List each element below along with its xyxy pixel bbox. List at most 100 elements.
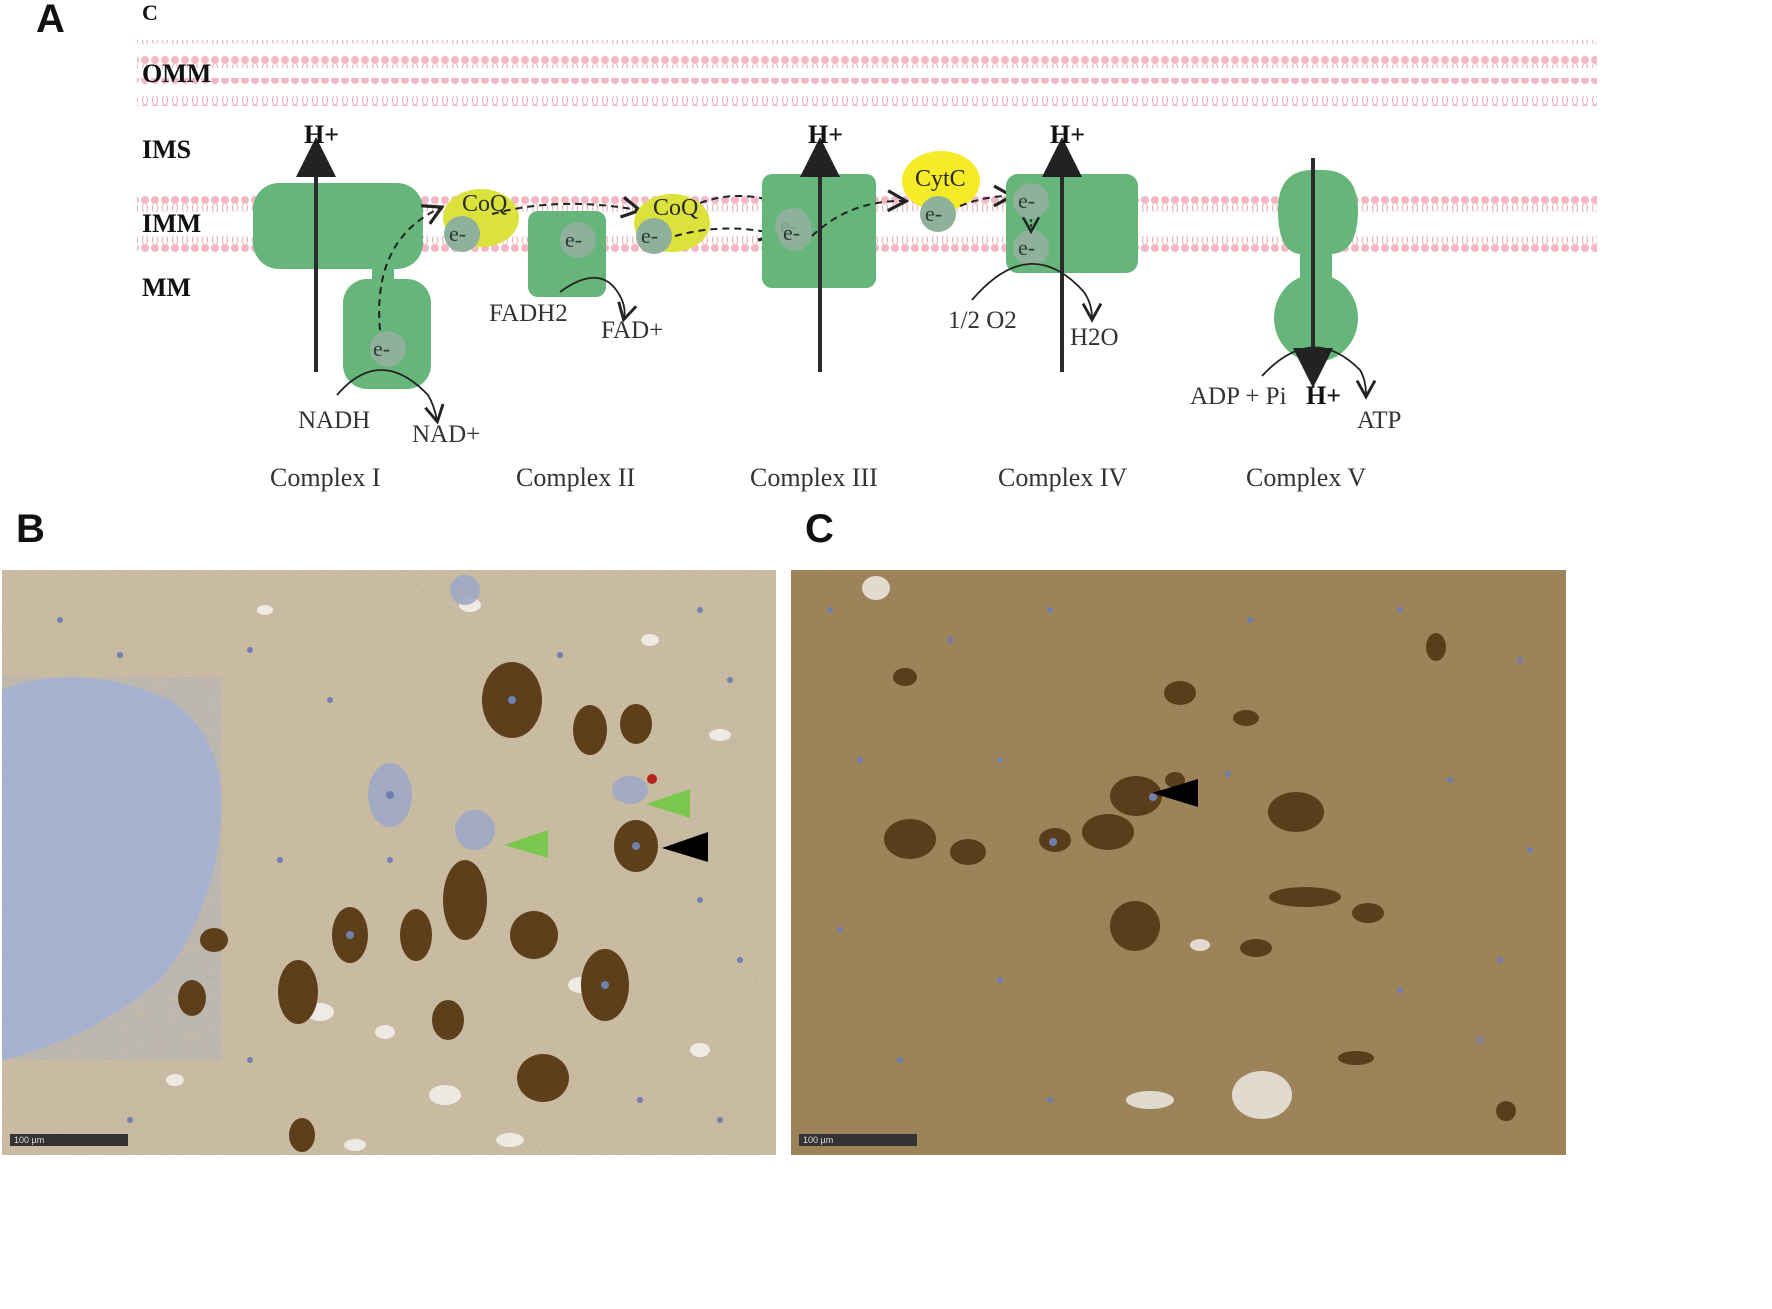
complex-ii-reaction-arc: [559, 277, 638, 323]
complex-iv-product: H2O: [1070, 324, 1119, 351]
panel-c-neuron: [1110, 776, 1162, 816]
panel-c-black-arrowhead: [1152, 779, 1198, 807]
cytc-carrier-label: CytC: [915, 166, 966, 192]
complex-iv-proton-label: H+: [1050, 120, 1085, 149]
coq-carrier-2-electron: e-: [641, 223, 658, 248]
complex-v-substrate: ADP + Pi: [1190, 383, 1287, 410]
complex-iii-to-cytc-path: [811, 189, 910, 237]
panel-c-micrograph: 100 µm: [791, 570, 1566, 1155]
complex-v-f1: [1274, 274, 1358, 362]
panel-c-scale-label: 100 µm: [803, 1135, 833, 1145]
panel-b-pale-neuron: [455, 810, 495, 850]
region-label-mm: MM: [142, 273, 191, 302]
complex-v-center-label: H+: [1306, 381, 1341, 410]
panel-b: B: [2, 507, 776, 1155]
complex-iv-name: Complex IV: [998, 463, 1127, 492]
complex-i-product: NAD+: [412, 421, 480, 448]
panel-c-letter: C: [805, 507, 834, 551]
panel-c-neuron: [1352, 903, 1384, 923]
coq-2-to-complex-iii-path-b: [674, 219, 782, 242]
cytc-carrier: CytC e-: [902, 151, 1016, 232]
panel-b-micrograph: 100 µm: [2, 570, 776, 1155]
coq-carrier-1: CoQ e-: [443, 189, 644, 252]
complex-iv-substrate: 1/2 O2: [948, 307, 1017, 334]
panel-c-scale-bar: [799, 1134, 917, 1146]
complex-i-proton-label: H+: [304, 120, 339, 149]
panel-c-neuron: [1165, 772, 1185, 788]
complex-ii-substrate: FADH2: [489, 300, 568, 327]
panel-c-vessel: [862, 576, 890, 600]
panel-b-neuron: [400, 909, 432, 961]
panel-c: C: [791, 507, 1566, 1155]
panel-b-neuron: [278, 960, 318, 1024]
complex-i-electron-label: e-: [373, 336, 390, 361]
panel-c-neuron: [1269, 887, 1341, 907]
panel-a-small-label: C: [142, 0, 158, 25]
complex-i-membrane-arm: [253, 183, 423, 269]
panel-c-neuron: [893, 668, 917, 686]
complex-v-reaction-arc: [1261, 346, 1377, 400]
coq-carrier-2: CoQ e-: [634, 189, 791, 254]
complex-iv-electron-1: [1013, 183, 1049, 219]
cytc-carrier-electron: e-: [925, 201, 942, 226]
complex-i: H+ e- NADH NAD+ Complex I: [253, 120, 480, 492]
complex-ii: e- FADH2 FAD+ Complex II: [489, 211, 663, 492]
complex-ii-product: FAD+: [601, 317, 663, 344]
panel-b-neuron: [289, 1118, 315, 1152]
panel-c-neuron: [1082, 814, 1134, 850]
panel-b-red-mark: [647, 774, 657, 784]
complex-i-reaction-arc: [336, 369, 445, 425]
complex-iii-name: Complex III: [750, 463, 878, 492]
panel-b-green-arrowhead-2: [646, 789, 690, 818]
panel-c-neuron: [1240, 939, 1272, 957]
panel-b-neuron: [517, 1054, 569, 1102]
coq-carrier-1-label: CoQ: [462, 191, 507, 217]
panel-b-neuron: [510, 911, 558, 959]
complex-iv-electron-2: [1013, 230, 1049, 266]
complex-ii-name: Complex II: [516, 463, 635, 492]
panel-b-neuron: [432, 1000, 464, 1040]
panel-c-neuron: [1338, 1051, 1374, 1065]
panel-b-green-arrowhead-1: [504, 830, 548, 858]
panel-b-neuron: [443, 860, 487, 940]
region-label-imm: IMM: [142, 209, 201, 238]
panel-c-vessel: [1232, 1071, 1292, 1119]
complex-iii-electron-2-label: e-: [783, 220, 800, 245]
panel-c-neuron: [950, 839, 986, 865]
complex-iii: e- e- H+ Complex III: [750, 120, 910, 492]
panel-c-vessel: [1190, 939, 1210, 951]
complex-iii-electron-2: [778, 217, 812, 251]
complex-ii-electron-label: e-: [565, 227, 582, 252]
panel-c-neuron: [1496, 1101, 1516, 1121]
panel-b-letter: B: [16, 507, 45, 551]
panel-c-neuron: [1233, 710, 1259, 726]
complex-iv: e- e- H+ 1/2 O2 H2O Complex IV: [948, 120, 1138, 492]
complex-iv-reaction-arc: [971, 262, 1103, 323]
outer-membrane: [137, 40, 1597, 106]
complex-v-product: ATP: [1357, 407, 1401, 434]
panel-c-neuron: [1110, 901, 1160, 951]
panel-c-vessel: [1126, 1091, 1174, 1109]
complex-i-substrate: NADH: [298, 407, 370, 434]
panel-b-neuron: [200, 928, 228, 952]
region-label-ims: IMS: [142, 135, 191, 164]
panel-b-pale-neuron: [612, 776, 648, 804]
complex-i-electron: [370, 331, 406, 367]
complex-i-electron-path: [378, 204, 445, 331]
complex-iv-electron-1-label: e-: [1018, 188, 1035, 213]
panel-c-neuron: [884, 819, 936, 859]
complex-iv-electron-2-label: e-: [1018, 235, 1035, 260]
coq-1-to-coq-2-path: [491, 196, 644, 219]
panel-b-black-arrowhead: [662, 832, 708, 862]
panel-b-scale-bar: [10, 1134, 128, 1146]
panel-b-neuron: [620, 704, 652, 744]
complex-ii-electron: [560, 222, 596, 258]
complex-v: ADP + Pi H+ ATP Complex V: [1190, 158, 1401, 492]
complex-v-name: Complex V: [1246, 463, 1366, 492]
coq-carrier-1-electron: e-: [449, 221, 466, 246]
panel-b-neuron: [573, 705, 607, 755]
panel-a-letter: A: [36, 0, 65, 41]
panel-b-pale-neuron: [450, 575, 480, 605]
panel-c-neuron: [1426, 633, 1446, 661]
